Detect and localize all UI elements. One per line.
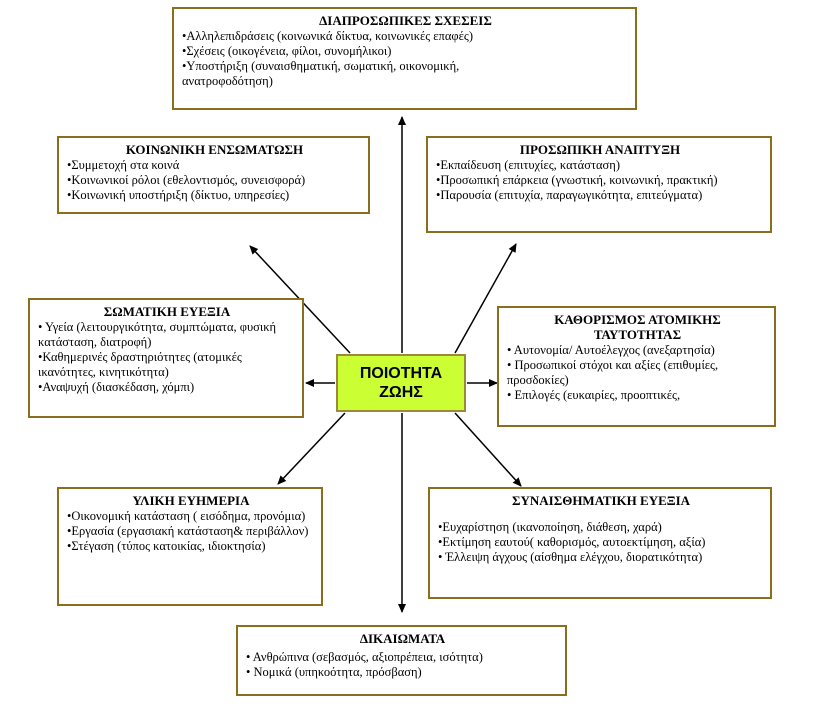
list-item: •Σχέσεις (οικογένεια, φίλοι, συνομήλικοι… [182, 44, 392, 58]
box-title: ΣΩΜΑΤΙΚΗ ΕΥΕΞΙΑ [103, 304, 231, 319]
box-interpersonal-relations: ΔΙΑΠΡΟΣΩΠΙΚΕΣ ΣΧΕΣΕΙΣ •Αλληλεπιδράσεις (… [172, 7, 637, 110]
list-item: • Έλλειψη άγχους (αίσθημα ελέγχου, διορα… [438, 550, 703, 564]
list-item: •Κοινωνικοί ρόλοι (εθελοντισμός, συνεισφ… [67, 173, 306, 187]
box-personal-development: ΠΡΟΣΩΠΙΚΗ ΑΝΑΠΤΥΞΗ •Εκπαίδευση (επιτυχίε… [426, 136, 772, 233]
box-self-determination: ΚΑΘΟΡΙΣΜΟΣ ΑΤΟΜΙΚΗΣ ΤΑΥΤΟΤΗΤΑΣ • Αυτονομ… [497, 306, 776, 427]
list-item: •Υποστήριξη (συναισθηματική, σωματική, ο… [182, 59, 460, 88]
list-item: •Συμμετοχή στα κοινά [67, 158, 180, 172]
center-label-line1: ΠΟΙΟΤΗΤΑ [359, 365, 443, 382]
list-item: •Κοινωνική υποστήριξη (δίκτυο, υπηρεσίες… [67, 188, 290, 202]
list-item: •Ευχαρίστηση (ικανοποίηση, διάθεση, χαρά… [438, 520, 662, 534]
box-rights: ΔΙΚΑΙΩΜΑΤΑ • Ανθρώπινα (σεβασμός, αξιοπρ… [236, 625, 567, 696]
box-title: ΔΙΑΠΡΟΣΩΠΙΚΕΣ ΣΧΕΣΕΙΣ [319, 13, 492, 28]
list-item: •Οικονομική κατάσταση ( εισόδημα, προνόμ… [67, 509, 306, 523]
list-item: • Προσωπικοί στόχοι και αξίες (επιθυμίες… [507, 358, 719, 387]
box-material-wellbeing: ΥΛΙΚΗ ΕΥΗΜΕΡΙΑ •Οικονομική κατάσταση ( ε… [57, 487, 323, 606]
list-item: •Αναψυχή (διασκέδαση, χόμπι) [38, 380, 195, 394]
box-physical-wellbeing: ΣΩΜΑΤΙΚΗ ΕΥΕΞΙΑ • Υγεία (λειτουργικότητα… [28, 298, 304, 418]
box-title: ΚΟΙΝΩΝΙΚΗ ΕΝΣΩΜΑΤΩΣΗ [125, 142, 304, 157]
list-item: •Παρουσία (επιτυχία, παραγωγικότητα, επι… [436, 188, 703, 202]
list-item: • Επιλογές (ευκαιρίες, προοπτικές, [507, 388, 681, 402]
list-item: •Εργασία (εργασιακή κατάσταση& περιβάλλο… [67, 524, 309, 538]
list-item: •Εκτίμηση εαυτού( καθορισμός, αυτοεκτίμη… [438, 535, 706, 549]
list-item: • Νομικά (υπηκοότητα, πρόσβαση) [246, 665, 422, 679]
list-item: • Αυτονομία/ Αυτοέλεγχος (ανεξαρτησία) [507, 343, 715, 357]
center-node-quality-of-life: ΠΟΙΟΤΗΤΑ ΖΩΗΣ [336, 354, 466, 412]
list-item: •Αλληλεπιδράσεις (κοινωνικά δίκτυα, κοιν… [182, 29, 473, 43]
list-item: • Ανθρώπινα (σεβασμός, αξιοπρέπεια, ισότ… [246, 650, 483, 664]
box-social-inclusion: ΚΟΙΝΩΝΙΚΗ ΕΝΣΩΜΑΤΩΣΗ •Συμμετοχή στα κοιν… [57, 136, 370, 214]
list-item: • Υγεία (λειτουργικότητα, συμπτώματα, φυ… [38, 320, 277, 349]
list-item: •Προσωπική επάρκεια (γνωστική, κοινωνική… [436, 173, 718, 187]
arrow-upper-right [454, 243, 517, 354]
list-item: •Εκπαίδευση (επιτυχίες, κατάσταση) [436, 158, 620, 172]
box-title: ΔΙΚΑΙΩΜΑΤΑ [359, 631, 446, 646]
box-title: ΣΥΝΑΙΣΘΗΜΑΤΙΚΗ ΕΥΕΞΙΑ [511, 493, 691, 508]
arrow-lower-left [277, 412, 346, 485]
box-title: ΥΛΙΚΗ ΕΥΗΜΕΡΙΑ [132, 493, 250, 508]
box-title: ΚΑΘΟΡΙΣΜΟΣ ΑΤΟΜΙΚΗΣ ΤΑΥΤΟΤΗΤΑΣ [554, 312, 721, 342]
center-label-line2: ΖΩΗΣ [379, 384, 423, 401]
list-item: •Στέγαση (τύπος κατοικίας, ιδιοκτησία) [67, 539, 266, 553]
box-title: ΠΡΟΣΩΠΙΚΗ ΑΝΑΠΤΥΞΗ [519, 142, 681, 157]
arrow-lower-right [454, 412, 522, 487]
box-emotional-wellbeing: ΣΥΝΑΙΣΘΗΜΑΤΙΚΗ ΕΥΕΞΙΑ •Ευχαρίστηση (ικαν… [428, 487, 772, 599]
list-item: •Καθημερινές δραστηριότητες (ατομικές ικ… [38, 350, 242, 379]
